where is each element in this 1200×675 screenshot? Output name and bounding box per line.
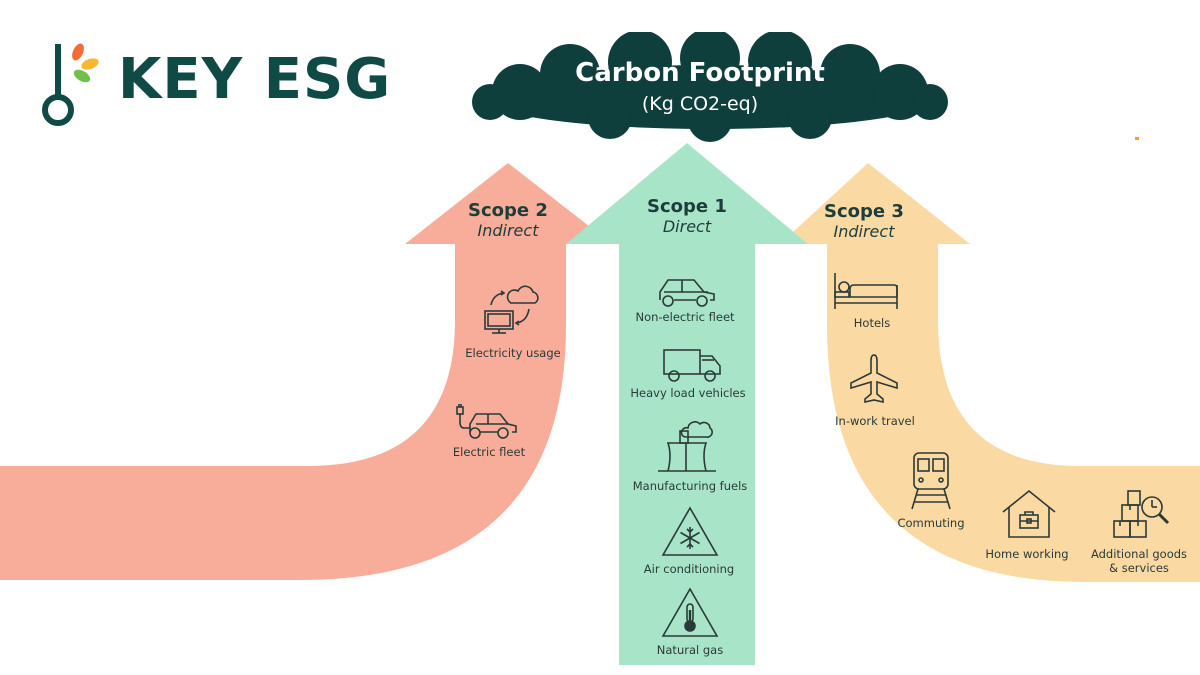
cloud-title: Carbon Footprint bbox=[575, 58, 825, 88]
scope3-title: Scope 3 bbox=[824, 201, 904, 222]
item-label-electricity-usage: Electricity usage bbox=[465, 346, 561, 360]
item-label-in-work-travel: In-work travel bbox=[835, 414, 915, 428]
item-label-manufacturing-fuels: Manufacturing fuels bbox=[632, 479, 748, 493]
scope1-arrow bbox=[566, 143, 808, 665]
brand-name: KEY ESG bbox=[118, 47, 392, 112]
snowflake-warning-icon bbox=[660, 505, 720, 559]
scope3-subtitle: Indirect bbox=[833, 222, 895, 241]
item-label-additional-goods: Additional goods & services bbox=[1090, 547, 1188, 575]
scope3-arrow bbox=[780, 163, 1200, 582]
train-icon bbox=[908, 451, 954, 511]
cloud-shape bbox=[472, 32, 948, 142]
item-label-air-conditioning: Air conditioning bbox=[643, 562, 735, 576]
factory-icon bbox=[656, 417, 718, 475]
key-logo-icon bbox=[42, 43, 99, 126]
scope1-subtitle: Direct bbox=[662, 217, 712, 236]
scope2-arrow bbox=[0, 163, 612, 580]
cloud-subtitle: (Kg CO2-eq) bbox=[641, 93, 759, 115]
computer-cloud-icon bbox=[481, 283, 543, 335]
item-label-non-electric-fleet: Non-electric fleet bbox=[635, 310, 735, 324]
airplane-icon bbox=[847, 353, 901, 405]
bed-icon bbox=[832, 271, 900, 311]
thermometer-warning-icon bbox=[660, 586, 720, 640]
item-label-heavy-load-vehicles: Heavy load vehicles bbox=[630, 386, 746, 400]
scope1-title: Scope 1 bbox=[647, 196, 727, 217]
item-label-home-working: Home working bbox=[985, 547, 1069, 561]
item-label-natural-gas: Natural gas bbox=[656, 643, 724, 657]
house-icon bbox=[1000, 488, 1058, 540]
scope2-title: Scope 2 bbox=[468, 200, 548, 221]
electric-car-icon bbox=[456, 404, 520, 442]
item-label-commuting: Commuting bbox=[897, 516, 965, 530]
scope2-subtitle: Indirect bbox=[477, 221, 539, 240]
item-label-hotels: Hotels bbox=[853, 316, 891, 330]
decorative-dot bbox=[1135, 137, 1139, 140]
car-icon bbox=[656, 276, 718, 310]
item-label-electric-fleet: Electric fleet bbox=[452, 445, 526, 459]
truck-icon bbox=[660, 348, 724, 384]
boxes-icon bbox=[1112, 487, 1172, 541]
